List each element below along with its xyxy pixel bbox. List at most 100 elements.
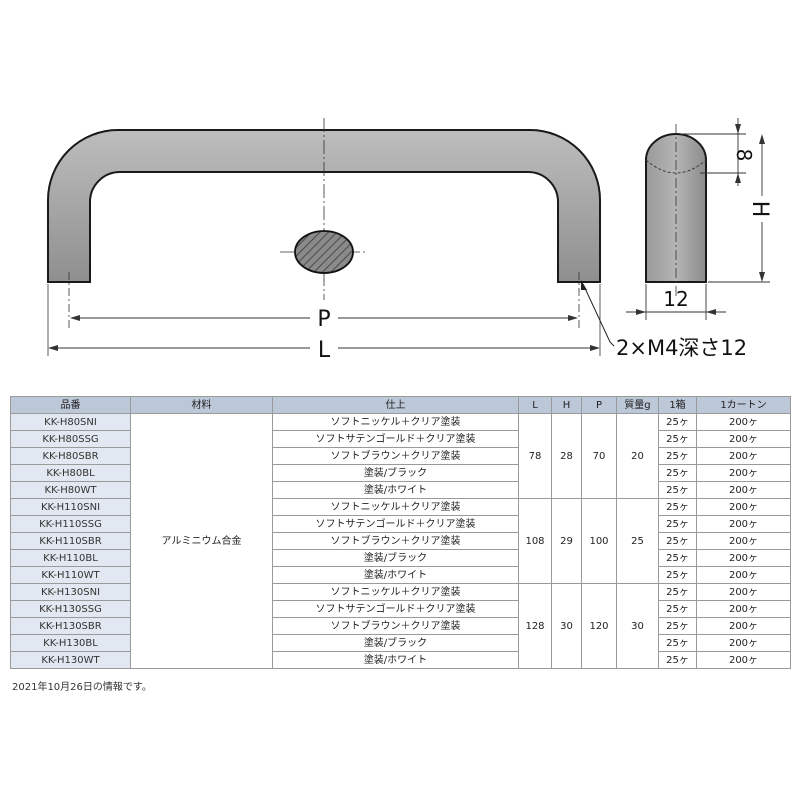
header-box: 1箱 (658, 396, 697, 414)
cell-finish: ソフトサテンゴールド＋クリア塗装 (272, 430, 519, 448)
cell-finish: ソフトブラウン＋クリア塗装 (272, 447, 519, 465)
cell-box: 25ヶ (658, 566, 697, 584)
cell-carton: 200ヶ (696, 617, 791, 635)
cell-h: 30 (551, 583, 582, 669)
cell-box: 25ヶ (658, 515, 697, 533)
label-12: 12 (663, 287, 688, 311)
cell-carton: 200ヶ (696, 634, 791, 652)
cell-l: 128 (518, 583, 552, 669)
cell-box: 25ヶ (658, 430, 697, 448)
handle-front-view (47, 129, 601, 283)
header-h: H (551, 396, 582, 414)
cell-finish: ソフトサテンゴールド＋クリア塗装 (272, 515, 519, 533)
cell-code: KK-H110SNI (10, 498, 131, 516)
cell-box: 25ヶ (658, 447, 697, 465)
cell-carton: 200ヶ (696, 651, 791, 669)
cell-finish: 塗装/ホワイト (272, 481, 519, 499)
cell-code: KK-H110SSG (10, 515, 131, 533)
cell-finish: 塗装/ブラック (272, 549, 519, 567)
cell-material: アルミニウム合金 (130, 413, 273, 669)
cell-mass: 30 (616, 583, 659, 669)
cell-p: 100 (581, 498, 617, 584)
handle-side-view (645, 133, 707, 283)
header-p: P (581, 396, 617, 414)
cell-finish: 塗装/ホワイト (272, 566, 519, 584)
cell-carton: 200ヶ (696, 549, 791, 567)
cell-box: 25ヶ (658, 651, 697, 669)
cell-h: 28 (551, 413, 582, 499)
cell-carton: 200ヶ (696, 464, 791, 482)
cell-carton: 200ヶ (696, 430, 791, 448)
dimension-12 (626, 284, 726, 320)
cell-box: 25ヶ (658, 464, 697, 482)
cell-l: 108 (518, 498, 552, 584)
cell-finish: ソフトサテンゴールド＋クリア塗装 (272, 600, 519, 618)
cell-code: KK-H130SNI (10, 583, 131, 601)
cell-carton: 200ヶ (696, 532, 791, 550)
cell-box: 25ヶ (658, 481, 697, 499)
cell-box: 25ヶ (658, 549, 697, 567)
label-l: L (318, 338, 331, 363)
cell-finish: ソフトブラウン＋クリア塗装 (272, 532, 519, 550)
cell-mass: 20 (616, 413, 659, 499)
cell-carton: 200ヶ (696, 481, 791, 499)
cell-code: KK-H80SBR (10, 447, 131, 465)
info-date-note: 2021年10月26日の情報です。 (12, 682, 152, 693)
header-material: 材料 (130, 396, 273, 414)
cell-box: 25ヶ (658, 600, 697, 618)
cell-p: 120 (581, 583, 617, 669)
label-h: H (747, 201, 772, 218)
cell-box: 25ヶ (658, 583, 697, 601)
header-mass: 質量g (616, 396, 659, 414)
header-finish: 仕上 (272, 396, 519, 414)
cell-carton: 200ヶ (696, 447, 791, 465)
cell-code: KK-H110BL (10, 549, 131, 567)
cell-code: KK-H110SBR (10, 532, 131, 550)
cell-code: KK-H110WT (10, 566, 131, 584)
cell-finish: ソフトニッケル＋クリア塗装 (272, 413, 519, 431)
cell-box: 25ヶ (658, 617, 697, 635)
thread-leader (582, 283, 615, 347)
section-hatch (294, 230, 354, 274)
cell-code: KK-H80SNI (10, 413, 131, 431)
table-header-row: 品番 材料 仕上 L H P 質量g 1箱 1カートン (10, 396, 791, 414)
handle-drawing: P L 2×M4深さ12 8 H 12 (47, 118, 774, 363)
cell-code: KK-H80BL (10, 464, 131, 482)
label-p: P (317, 307, 330, 332)
cell-h: 29 (551, 498, 582, 584)
cell-box: 25ヶ (658, 634, 697, 652)
header-l: L (518, 396, 552, 414)
cell-code: KK-H130BL (10, 634, 131, 652)
cell-finish: 塗装/ブラック (272, 634, 519, 652)
cell-finish: 塗装/ブラック (272, 464, 519, 482)
header-code: 品番 (10, 396, 131, 414)
cell-finish: ソフトニッケル＋クリア塗装 (272, 583, 519, 601)
cell-finish: ソフトブラウン＋クリア塗装 (272, 617, 519, 635)
header-carton: 1カートン (696, 396, 791, 414)
cell-carton: 200ヶ (696, 566, 791, 584)
cell-carton: 200ヶ (696, 583, 791, 601)
side-view-arc (645, 159, 707, 174)
cell-l: 78 (518, 413, 552, 499)
cell-code: KK-H130SBR (10, 617, 131, 635)
dimension-8 (680, 118, 746, 186)
cell-mass: 25 (616, 498, 659, 584)
label-thread: 2×M4深さ12 (616, 336, 747, 360)
cell-carton: 200ヶ (696, 413, 791, 431)
cell-box: 25ヶ (658, 498, 697, 516)
cell-code: KK-H80SSG (10, 430, 131, 448)
cell-box: 25ヶ (658, 413, 697, 431)
